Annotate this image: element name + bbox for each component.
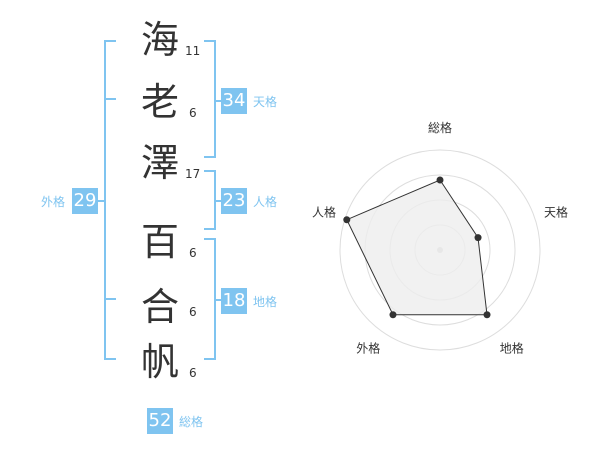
radar-area [346, 179, 488, 316]
jinkaku-value-badge: 23 [221, 188, 247, 214]
radar-points [343, 176, 491, 319]
gaikaku-label: 外格 [41, 195, 66, 209]
radar-axis-label: 人格 [312, 204, 336, 219]
radar-axis-label: 天格 [544, 204, 568, 219]
name-character-3: 澤 [140, 141, 179, 185]
tenkaku-bracket [204, 40, 216, 158]
stroke-count-5: 6 [189, 305, 197, 319]
radar-point [474, 234, 482, 242]
chikaku-value-badge: 18 [221, 288, 247, 314]
soukaku-value-badge: 52 [147, 408, 173, 434]
chikaku-connector [215, 299, 221, 301]
name-character-5: 合 [140, 285, 179, 329]
gaikaku-connector [98, 200, 106, 202]
stroke-count-6: 6 [189, 366, 197, 380]
chikaku-label: 地格 [253, 295, 278, 309]
radar-point [483, 311, 491, 319]
gaikaku-tick-2 [104, 298, 116, 300]
radar-ring [339, 149, 541, 351]
name-character-2: 老 [140, 80, 179, 124]
jinkaku-label: 人格 [253, 195, 278, 209]
stroke-count-3: 17 [185, 167, 201, 181]
radar-axis-label: 地格 [500, 341, 524, 356]
name-character-1: 海 [140, 18, 179, 62]
jinkaku-connector [215, 200, 221, 202]
radar-point [436, 176, 444, 184]
stroke-count-4: 6 [189, 246, 197, 260]
radar-axis-label: 外格 [356, 341, 380, 356]
stroke-count-1: 11 [185, 44, 201, 58]
radar-point [343, 216, 351, 224]
gaikaku-tick-1 [104, 98, 116, 100]
gaikaku-value-badge: 29 [72, 188, 98, 214]
radar-point [389, 311, 397, 319]
name-character-6: 帆 [140, 340, 179, 384]
name-character-4: 百 [140, 220, 179, 264]
radar-axis-label: 総格 [428, 120, 452, 135]
tenkaku-connector [215, 100, 221, 102]
tenkaku-label: 天格 [253, 95, 278, 109]
soukaku-label: 総格 [179, 415, 204, 429]
tenkaku-value-badge: 34 [221, 88, 247, 114]
stroke-count-2: 6 [189, 106, 197, 120]
